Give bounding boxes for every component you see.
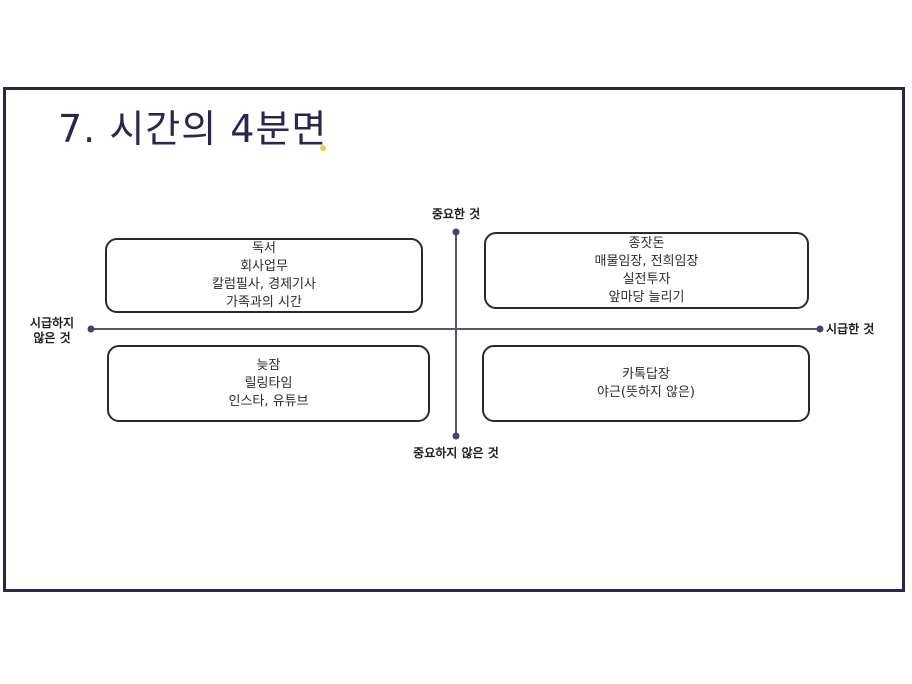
quadrant-item: 종잣돈 (628, 235, 665, 251)
quadrant-item: 가족과의 시간 (226, 294, 302, 310)
slide-title: 7. 시간의 4분면 (58, 107, 328, 151)
axis-label-top: 중요한 것 (431, 207, 481, 221)
quadrant-item: 회사업무 (240, 258, 288, 274)
quadrant-item: 야근(뜻하지 않은) (597, 384, 695, 400)
quadrant-item: 매물임장, 전희임장 (594, 253, 699, 269)
axis-end-bottom (452, 432, 460, 440)
slide-frame (3, 87, 905, 592)
quadrant-item: 늦잠 (256, 357, 281, 373)
quadrant-item: 릴링타임 (244, 375, 293, 391)
quadrant-item: 앞마당 늘리기 (608, 289, 685, 305)
quadrant-not-important-urgent: 카톡답장 야근(뜻하지 않은) (482, 345, 810, 422)
quadrant-not-important-not-urgent: 늦잠 릴링타임 인스타, 유튜브 (107, 345, 430, 422)
axis-label-left-line1: 시급하지 (29, 316, 75, 330)
axis-end-top (452, 228, 460, 236)
axis-label-left-line2: 않은 것 (33, 331, 71, 345)
axis-label-bottom: 중요하지 않은 것 (413, 446, 499, 460)
axis-end-right (816, 325, 824, 333)
axis-label-left: 시급하지 않은 것 (20, 316, 84, 346)
title-accent-dot (320, 145, 326, 151)
quadrant-item: 독서 (252, 240, 276, 256)
quadrant-item: 카톡답장 (622, 366, 670, 382)
quadrant-important-urgent: 종잣돈 매물임장, 전희임장 실전투자 앞마당 늘리기 (484, 232, 809, 309)
axis-end-left (87, 325, 95, 333)
quadrant-important-not-urgent: 독서 회사업무 칼럼필사, 경제기사 가족과의 시간 (105, 238, 423, 313)
axis-label-right: 시급한 것 (826, 322, 875, 336)
quadrant-item: 칼럼필사, 경제기사 (212, 276, 316, 292)
quadrant-item: 인스타, 유튜브 (228, 393, 309, 409)
quadrant-item: 실전투자 (622, 271, 671, 287)
